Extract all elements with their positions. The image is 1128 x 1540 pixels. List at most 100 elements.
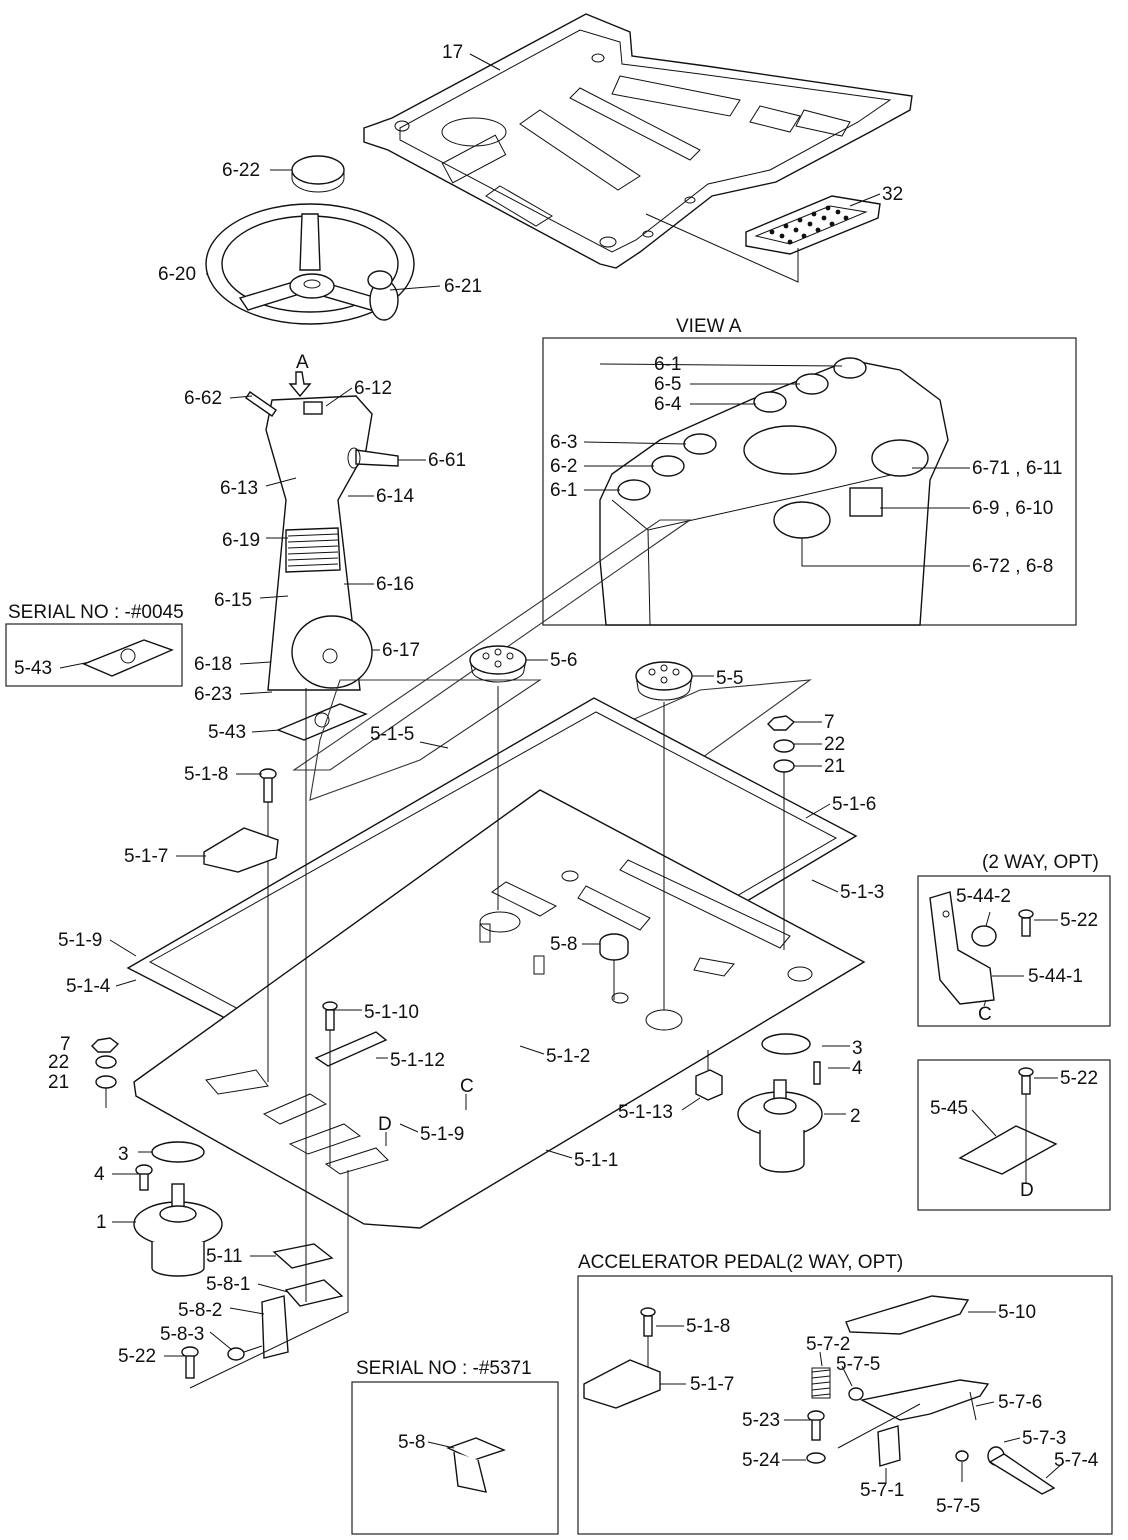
ref-c-label: C (460, 1076, 474, 1097)
part-label: 5-7-3 (1022, 1428, 1066, 1449)
serial-0045-title: SERIAL NO : -#0045 (8, 602, 184, 623)
part-label: 5-1-9 (420, 1124, 464, 1145)
part-label: 6-13 (220, 478, 258, 499)
part-label: 5-8-3 (160, 1324, 204, 1345)
part-label: 17 (442, 42, 463, 63)
bracket-5-8-2-part (261, 1295, 289, 1359)
part-label: 2 (850, 1106, 861, 1127)
part-label: 5-8 (398, 1432, 425, 1453)
pedal-5-8-1-part (284, 1279, 344, 1307)
bolt-5-22-d-part (1018, 1067, 1034, 1184)
view-a-arrow-icon (288, 371, 312, 398)
part-label: 6-1 (654, 354, 681, 375)
part-label: 5-8 (550, 934, 577, 955)
part-label: 22 (48, 1052, 69, 1073)
pedal-pad-5-11-part (272, 1243, 334, 1269)
part-label: 4 (852, 1058, 863, 1079)
washer-5-7-5b-part (955, 1450, 969, 1462)
part-label: 5-24 (742, 1450, 780, 1471)
ref-d-box-label: D (1020, 1180, 1034, 1201)
part-label: 5-6 (550, 650, 577, 671)
bolt-5-22-part (181, 1346, 199, 1379)
view-a-title: VIEW A (676, 316, 742, 337)
washer-5-24-part (806, 1452, 826, 1464)
part-label: 5-1-1 (574, 1150, 618, 1171)
part-label: 22 (824, 734, 845, 755)
ref-c-box-label: C (978, 1004, 992, 1025)
part-label: 5-7-4 (1054, 1450, 1099, 1471)
titles: VIEW A SERIAL NO : -#0045 SERIAL NO : -#… (8, 316, 1099, 1379)
part-label: 6-22 (222, 160, 260, 181)
nut-washer-stack-top (767, 715, 796, 950)
part-label: 6-2 (550, 456, 577, 477)
bolt-5-23-part (807, 1410, 825, 1441)
view-a-console (599, 357, 949, 626)
bracket-5-44-1-part (929, 891, 995, 1005)
part-label: 3 (118, 1144, 129, 1165)
part-label: 3 (852, 1038, 863, 1059)
part-label: 5-8-1 (206, 1274, 250, 1295)
part-label: 5-1-10 (364, 1002, 419, 1023)
part-label: 6-72 , 6-8 (972, 556, 1053, 577)
bracket-5-8-alt-part (446, 1437, 506, 1493)
part-label: 5-7-1 (860, 1480, 904, 1501)
part-label: 5-8-2 (178, 1300, 222, 1321)
bracket-5-8-part (599, 933, 629, 1000)
strip-5-1-12-part (314, 1031, 388, 1067)
part-label: 5-1-12 (390, 1050, 445, 1071)
part-label: 5-1-7 (690, 1374, 734, 1395)
part-label: 6-21 (444, 276, 482, 297)
bolt-ap-5-1-8-part (640, 1307, 656, 1372)
two-way-opt-frame (917, 875, 1111, 1027)
part-label: 6-23 (194, 684, 232, 705)
nut-washer-stack-left (91, 1037, 120, 1108)
part-label: 5-23 (742, 1410, 780, 1431)
part-label: 5-22 (1060, 1068, 1098, 1089)
base-plate-part (133, 789, 866, 1229)
block-5-1-13-part (695, 1050, 723, 1101)
part-label: 6-16 (376, 574, 414, 595)
part-label: 6-5 (654, 374, 681, 395)
part-label: 5-1-4 (66, 976, 111, 997)
part-label: 5-11 (206, 1246, 243, 1267)
part-label: 5-45 (930, 1098, 968, 1119)
ref-d-label: D (378, 1114, 392, 1135)
grommet-5-6-part (469, 645, 527, 683)
part-label: 5-44-1 (1028, 966, 1083, 987)
accel-pad-5-10-part (845, 1295, 970, 1335)
part-label: 4 (94, 1164, 105, 1185)
steering-column-part (245, 391, 399, 691)
bushing-5-44-2-part (971, 925, 997, 947)
horn-cap-part (291, 155, 345, 193)
spring-5-7-2-part (811, 1367, 831, 1399)
part-label: 6-17 (382, 640, 420, 661)
part-label: 5-1-3 (840, 882, 884, 903)
bolt-5-8-3-part (227, 1345, 263, 1361)
serial-5371-title: SERIAL NO : -#5371 (356, 1358, 532, 1379)
part-label: 6-4 (654, 394, 682, 415)
part-label: 5-7-5 (936, 1496, 980, 1517)
bracket-ap-5-1-7-part (583, 1359, 661, 1409)
part-label: 5-1-8 (184, 764, 228, 785)
part-label: 21 (824, 756, 845, 777)
part-label: 7 (60, 1034, 71, 1055)
part-label: 21 (48, 1072, 69, 1093)
bolt-5-22-twoway-part (1018, 909, 1034, 937)
part-label: 6-14 (376, 486, 414, 507)
part-label: 5-1-5 (370, 724, 414, 745)
part-label: 5-1-2 (546, 1046, 590, 1067)
part-label: 5-43 (208, 722, 246, 743)
grommet-5-5-part (635, 661, 693, 701)
part-label: 6-62 (184, 388, 222, 409)
part-label: 6-9 , 6-10 (972, 498, 1053, 519)
part-label: 5-43 (14, 658, 52, 679)
part-label: 5-10 (998, 1302, 1036, 1323)
part-label: 5-7-5 (836, 1354, 880, 1375)
view-arrow-label: A (296, 352, 309, 373)
part-label: 6-18 (194, 654, 232, 675)
part-label: 6-71 , 6-11 (972, 458, 1062, 479)
part-label: 5-44-2 (956, 886, 1011, 907)
view-a-projection-line (292, 519, 692, 771)
serial-0045-frame (5, 623, 183, 687)
